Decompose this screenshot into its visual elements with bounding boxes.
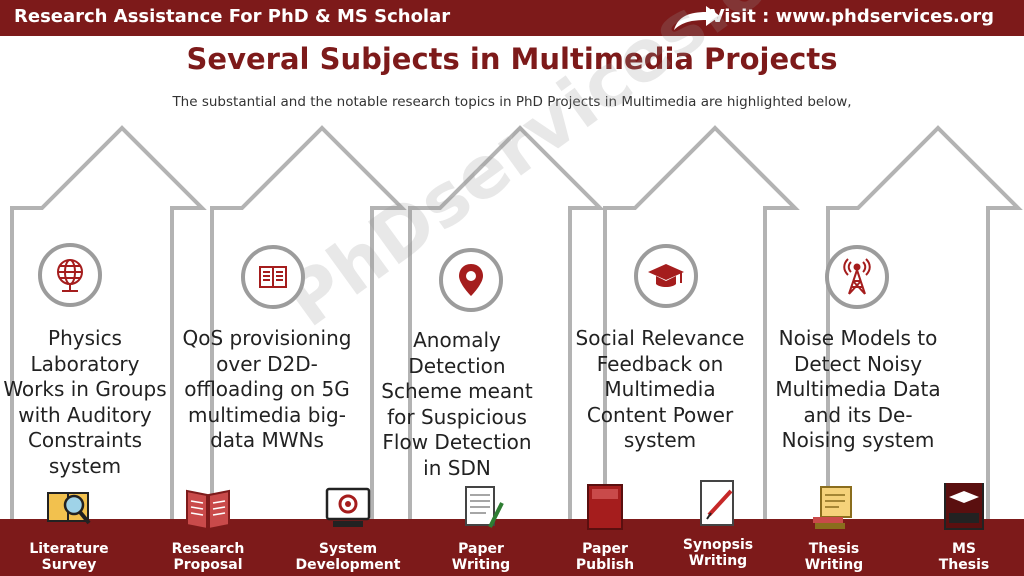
- service-label: Synopsis Writing: [682, 537, 754, 569]
- topic-3-text: Anomaly Detection Scheme meant for Suspi…: [381, 328, 533, 480]
- topic-1-text: Physics Laboratory Works in Groups with …: [3, 326, 167, 478]
- page-title: Several Subjects in Multimedia Projects: [186, 42, 838, 76]
- website-link[interactable]: Visit : www.phdservices.org: [710, 6, 994, 27]
- page-subtitle: The substantial and the notable research…: [172, 94, 852, 110]
- service-label: MS Thesis: [938, 541, 990, 573]
- topic-3-icon-circle: [439, 248, 503, 312]
- service-label: System Development: [295, 541, 401, 573]
- service-label: Paper Publish: [575, 541, 635, 573]
- paper-publish-icon: [587, 484, 623, 530]
- ms-thesis-icon: [944, 483, 984, 530]
- synopsis-writing-icon: [700, 480, 734, 526]
- graduation-cap-icon: [648, 264, 684, 287]
- antenna-tower-icon: [843, 258, 871, 295]
- topic-4-icon-circle: [634, 244, 698, 308]
- brand-text: Research Assistance For PhD & MS Scholar: [14, 6, 451, 27]
- book-icon: [259, 266, 287, 288]
- topic-1-icon-circle: [38, 243, 102, 307]
- curved-arrow-icon: [674, 6, 720, 30]
- topic-4-text: Social Relevance Feedback on Multimedia …: [575, 326, 745, 452]
- thesis-writing-icon: [813, 486, 852, 529]
- arrow-outline-5: [826, 125, 1023, 519]
- literature-survey-icon: [47, 492, 91, 525]
- research-proposal-icon: [186, 489, 230, 531]
- arrow-outline-1: [10, 125, 207, 519]
- location-pin-icon: [459, 264, 483, 296]
- arrow-outline-3: [408, 125, 605, 519]
- globe-icon: [57, 259, 83, 292]
- topic-5-icon-circle: [825, 245, 889, 309]
- service-label: Thesis Writing: [804, 541, 864, 573]
- arrow-outline-2: [210, 125, 407, 519]
- topic-2-text: QoS provisioning over D2D-offloading on …: [182, 326, 352, 452]
- topic-2-icon-circle: [241, 245, 305, 309]
- header-bar: Research Assistance For PhD & MS Scholar…: [0, 0, 1024, 36]
- service-label: Literature Survey: [29, 541, 109, 573]
- services-bar: Literature Survey Research Proposal Syst…: [0, 480, 1024, 576]
- paper-writing-icon: [465, 486, 504, 528]
- topic-5-text: Noise Models to Detect Noisy Multimedia …: [775, 326, 941, 452]
- arrow-outline-4: [603, 125, 800, 519]
- system-development-icon: [325, 487, 371, 527]
- service-label: Paper Writing: [451, 541, 511, 573]
- service-label: Research Proposal: [171, 541, 245, 573]
